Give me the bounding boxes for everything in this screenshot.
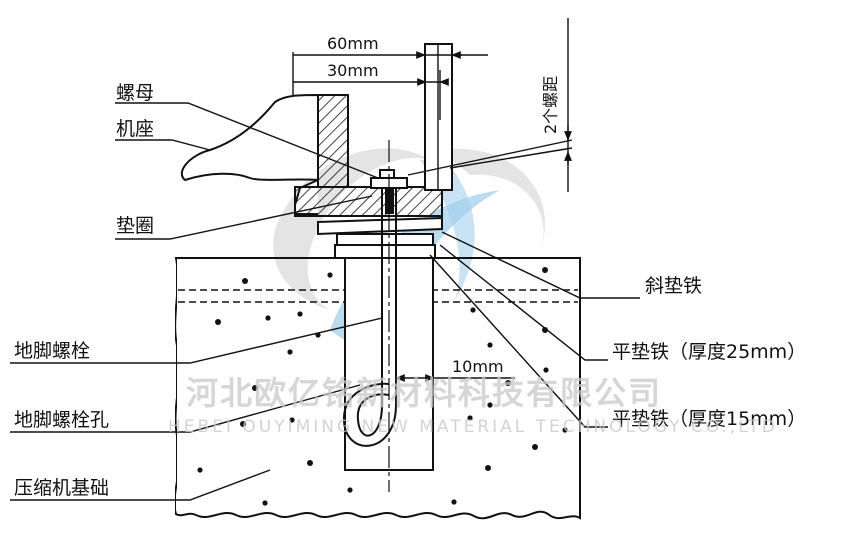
machine-base xyxy=(180,93,443,217)
dimension-60mm xyxy=(292,51,488,95)
label-nut: 螺母 xyxy=(116,82,154,104)
label-washer: 垫圈 xyxy=(116,215,154,237)
label-machine-base: 机座 xyxy=(116,118,154,140)
label-foundation: 压缩机基础 xyxy=(14,477,109,499)
dim-30mm-label: 30mm xyxy=(327,61,379,80)
concrete-aggregate xyxy=(197,267,568,506)
dim-pitch-label: 2个螺距 xyxy=(541,76,560,134)
watermark-company-cn: 河北欧亿铭新材料科技有限公司 xyxy=(186,374,662,412)
dimension-30mm xyxy=(293,70,449,120)
flat-shim-upper xyxy=(336,233,434,246)
label-anchor-bolt: 地脚螺栓 xyxy=(14,340,90,362)
label-flat-shim-15: 平垫铁（厚度15mm） xyxy=(612,408,806,430)
label-flat-shim-25: 平垫铁（厚度25mm） xyxy=(612,341,806,363)
dim-60mm-label: 60mm xyxy=(327,34,379,53)
dim-10mm-label: 10mm xyxy=(452,357,504,376)
watermark-company-en: HEBEI OUYIMING NEW MATERIAL TECHNOLOGY C… xyxy=(168,417,778,437)
taper-shim xyxy=(317,216,443,236)
leader-lines xyxy=(10,102,640,501)
label-taper-shim: 斜垫铁 xyxy=(645,275,702,297)
label-anchor-bolt-hole: 地脚螺栓孔 xyxy=(14,409,109,431)
dimension-pitch xyxy=(407,18,573,192)
flat-shim-lower xyxy=(334,244,436,259)
